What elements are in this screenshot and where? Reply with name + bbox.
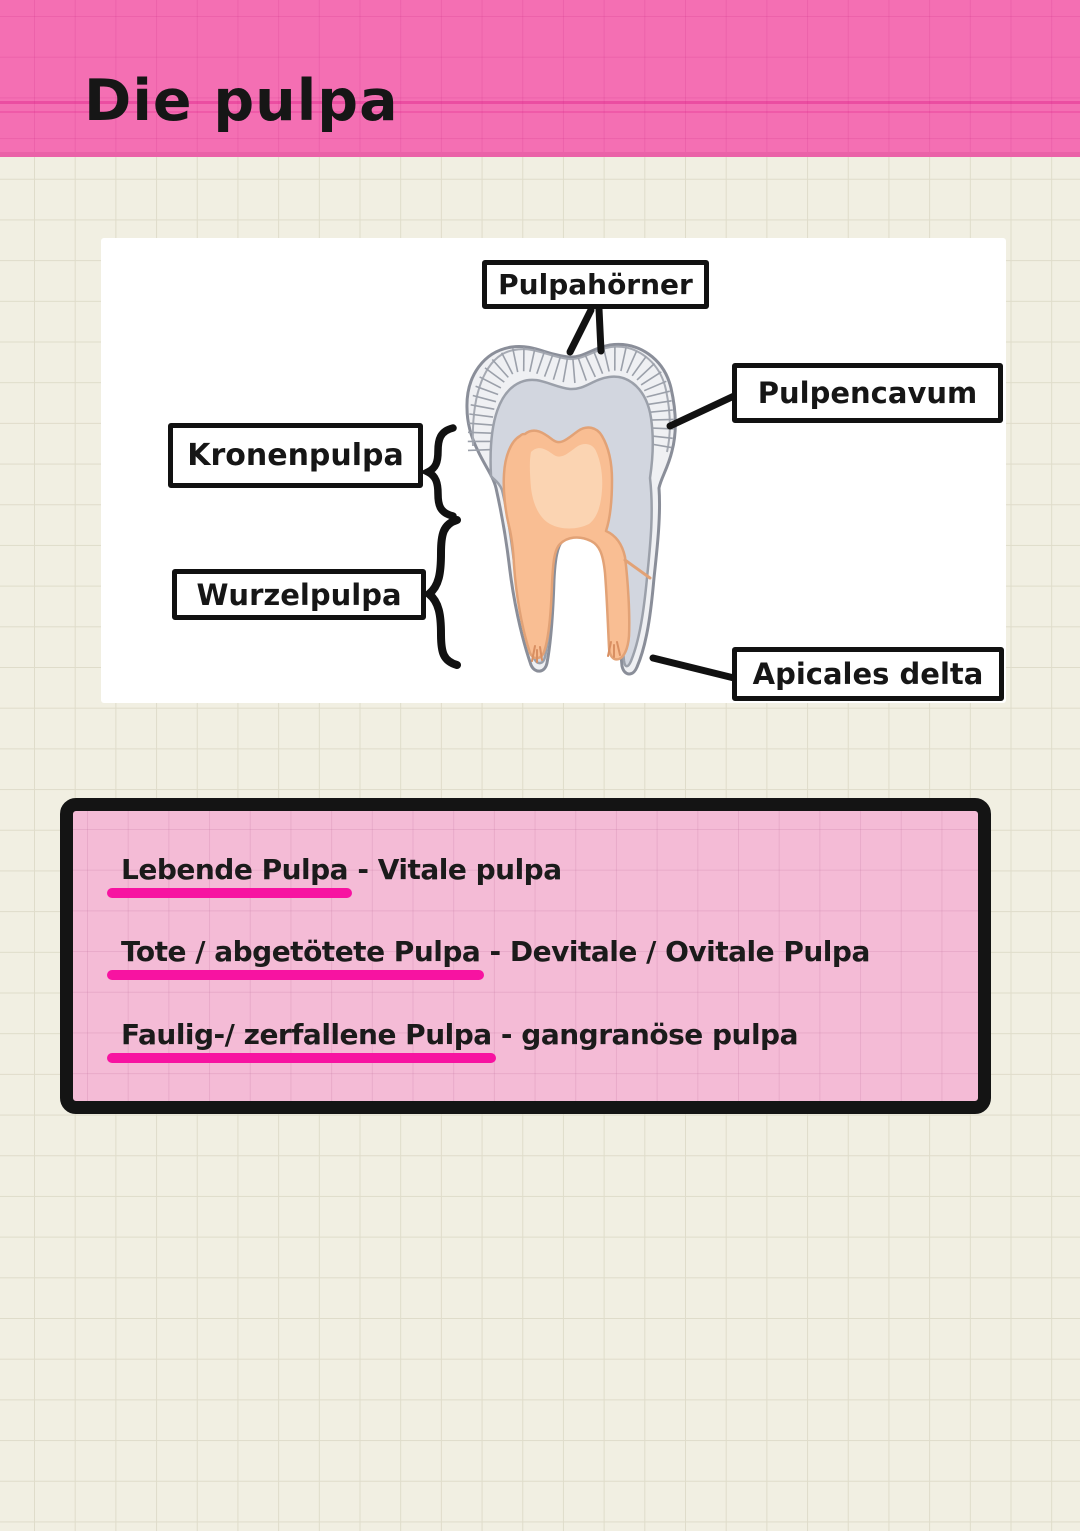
note-rest-text: - Devitale / Ovitale Pulpa [480,935,871,968]
note-highlight-text: Faulig-/ zerfallene Pulpa [121,1018,492,1051]
highlight-underline [107,888,353,898]
connector-pulpencavum [666,392,738,430]
connector-pulpahoerner-left [566,306,595,356]
tooth-diagram [419,305,738,682]
label-pulpahoerner-text: Pulpahörner [498,268,693,301]
header-rule-line [0,101,1080,104]
note-row-gangraenoese: Faulig-/ zerfallene Pulpa - gangranöse p… [107,1018,799,1063]
label-pulpencavum-text: Pulpencavum [757,376,978,410]
note-highlight-text: Lebende Pulpa [121,853,349,886]
highlight-underline [107,970,485,980]
label-kronenpulpa-text: Kronenpulpa [187,438,404,473]
connector-pulpahoerner-right [595,305,605,355]
label-wurzelpulpa: Wurzelpulpa [172,569,426,620]
connector-apicales-delta [649,654,738,682]
note-highlight-text: Tote / abgetötete Pulpa [121,935,481,968]
note-highlight: Faulig-/ zerfallene Pulpa [107,1018,496,1063]
accessory-canal [623,558,652,580]
diagram-panel: Pulpahörner Pulpencavum Kronenpulpa Wurz… [101,238,1006,703]
label-wurzelpulpa-text: Wurzelpulpa [196,577,402,612]
brace-wurzelpulpa [422,516,461,669]
connector-lines [566,305,738,682]
brace-kronenpulpa [419,424,457,520]
enamel-hatching [467,346,674,452]
pulp-highlight [529,443,603,529]
label-apicales-delta-text: Apicales delta [752,657,984,691]
label-pulpahoerner: Pulpahörner [482,260,709,309]
note-highlight: Lebende Pulpa [107,853,353,898]
braces [419,424,461,669]
highlight-underline [107,1053,496,1063]
header-rule-line-2 [0,111,1080,113]
label-kronenpulpa: Kronenpulpa [168,423,423,488]
label-pulpencavum: Pulpencavum [732,363,1003,423]
notes-box: Lebende Pulpa - Vitale pulpa Tote / abge… [60,798,991,1114]
page-title: Die pulpa [84,68,399,134]
note-highlight: Tote / abgetötete Pulpa [107,935,485,980]
label-apicales-delta: Apicales delta [732,647,1004,701]
apical-delta-detail [531,641,621,663]
note-row-vitale: Lebende Pulpa - Vitale pulpa [107,853,562,898]
note-row-devitale: Tote / abgetötete Pulpa - Devitale / Ovi… [107,935,871,980]
note-rest-text: - gangranöse pulpa [491,1018,799,1051]
page-header: Die pulpa [0,0,1080,157]
note-rest-text: - Vitale pulpa [348,853,562,886]
